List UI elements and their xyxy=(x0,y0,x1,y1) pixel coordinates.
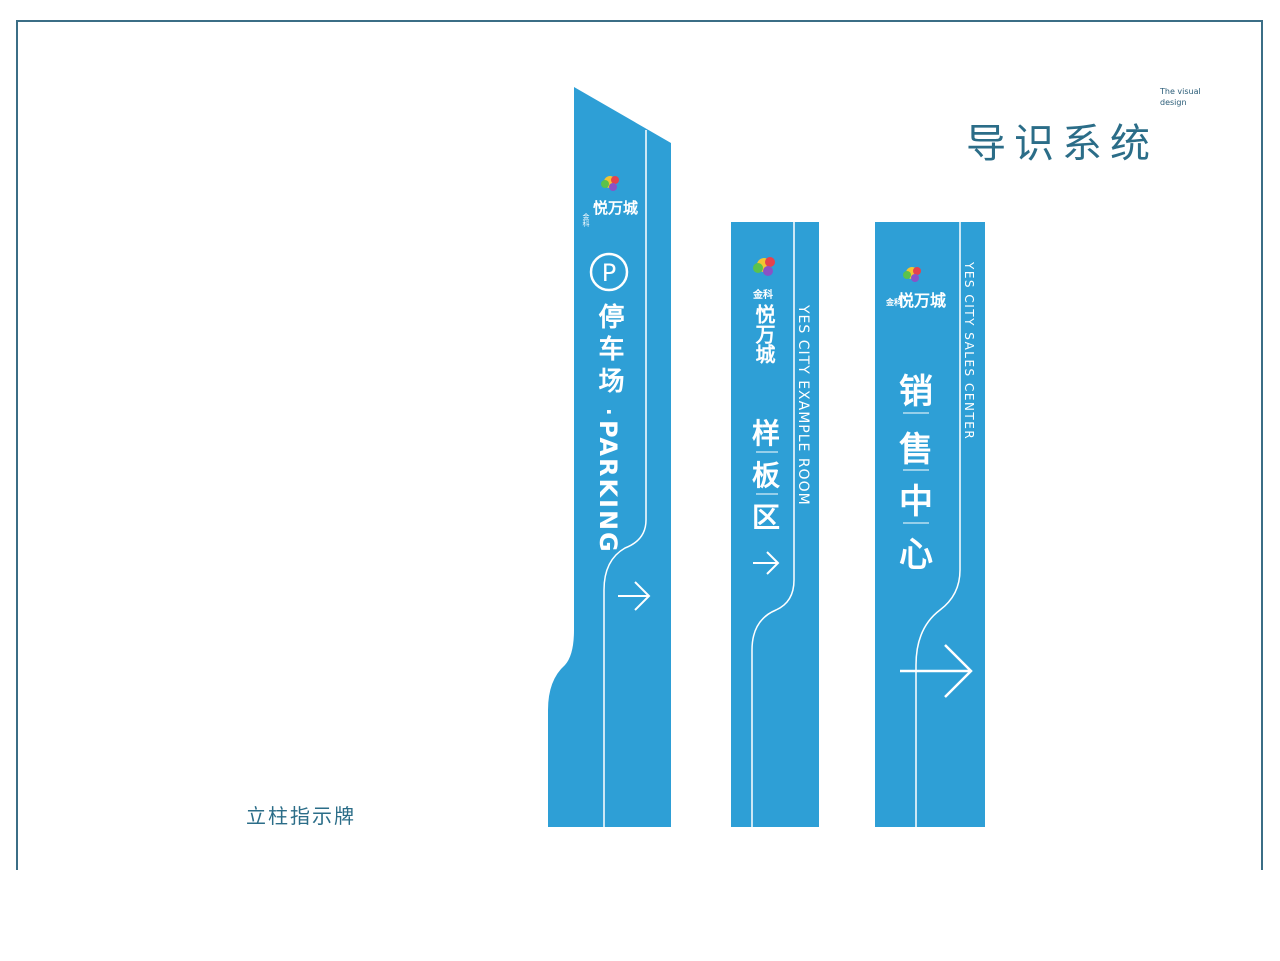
star-flower-logo-icon xyxy=(753,257,775,276)
logo-brand-small: 金科 xyxy=(582,212,590,228)
header-subtitle: The visual design xyxy=(1160,86,1201,108)
example-room-sign-line xyxy=(751,222,795,827)
example-room-label-cn-3: 区 xyxy=(752,501,780,534)
right-arrow-icon xyxy=(753,551,780,575)
star-flower-logo-icon xyxy=(903,267,921,282)
parking-sign: 金科 悦万城 P 停车场 · PARKING xyxy=(548,87,671,827)
page-title: 导识系统 xyxy=(966,121,1158,167)
parking-letter: P xyxy=(602,259,616,287)
parking-sign-body xyxy=(548,87,671,827)
example-room-label-en: YES CITY EXAMPLE ROOM xyxy=(795,304,811,506)
header-subtitle-line1: The visual xyxy=(1160,87,1201,96)
example-room-sign: 金科 悦万城 样 板 区 YES CITY EXAMPLE ROOM xyxy=(731,222,819,827)
logo-brand-main: 悦万城 xyxy=(593,199,638,217)
sales-center-label-cn-1: 销 xyxy=(899,372,933,412)
example-room-sign-body xyxy=(731,222,819,827)
sales-center-label-cn-3: 中 xyxy=(899,482,933,522)
parking-separator: · xyxy=(597,408,621,416)
example-room-label-cn-1: 样 xyxy=(752,417,780,450)
logo-brand-small: 金科 xyxy=(752,288,773,301)
logo-brand-small: 金科 xyxy=(885,297,902,307)
parking-label-en: PARKING xyxy=(594,420,622,554)
sales-center-sign-line xyxy=(915,222,961,827)
sales-center-label-en: YES CITY SALES CENTER xyxy=(962,261,976,440)
parking-sign-line xyxy=(603,130,647,827)
logo-brand-main: 悦万城 xyxy=(752,303,776,365)
sales-center-label-cn-4: 心 xyxy=(899,535,933,575)
sales-center-sign: 金科 悦万城 销 售 中 心 YES CITY SALES CENTER xyxy=(875,222,985,827)
right-arrow-icon xyxy=(900,644,973,698)
caption: 立柱指示牌 xyxy=(246,804,356,828)
header-subtitle-line2: design xyxy=(1160,98,1187,107)
example-room-label-cn-2: 板 xyxy=(752,459,780,492)
star-flower-logo-icon xyxy=(601,176,619,191)
sales-center-label-cn-2: 售 xyxy=(899,430,933,470)
logo-brand-main: 悦万城 xyxy=(898,291,946,310)
parking-icon: P xyxy=(589,252,629,292)
page-frame xyxy=(16,20,1263,870)
right-arrow-icon xyxy=(618,581,651,611)
sales-center-sign-body xyxy=(875,222,985,827)
parking-label-cn: 停车场 xyxy=(594,302,624,399)
